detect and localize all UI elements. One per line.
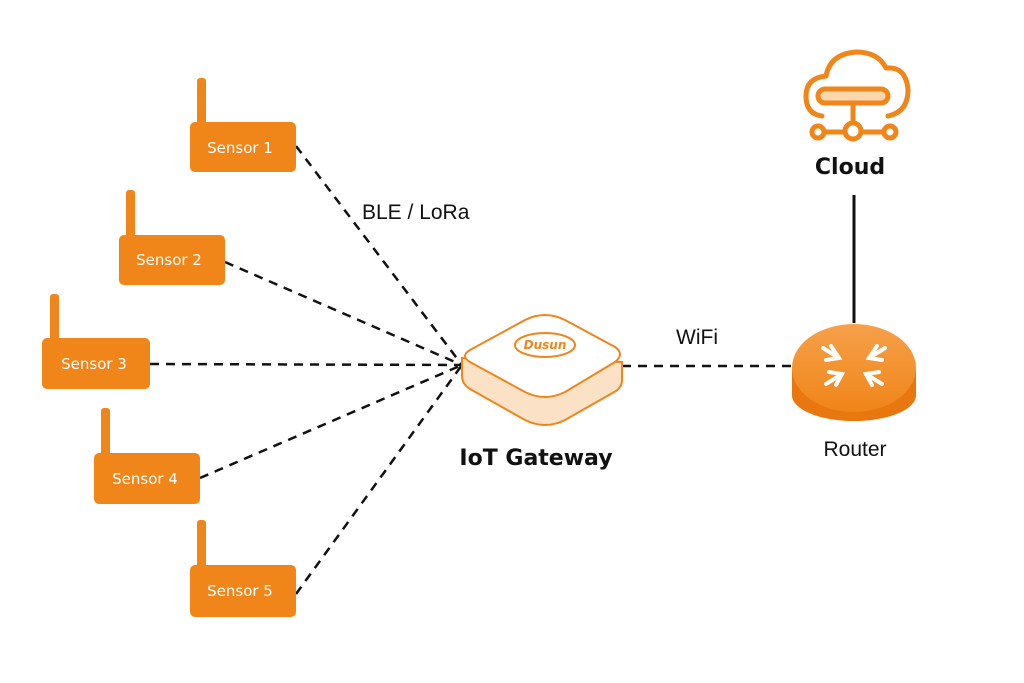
cloud-node-right: [881, 123, 899, 141]
gateway-device: Dusun: [461, 314, 623, 426]
link-sensor-2: [224, 260, 463, 367]
gateway-title: IoT Gateway: [459, 446, 612, 471]
link-sensor-3: [149, 362, 463, 367]
sensor-antenna: [197, 520, 206, 570]
sensor-body: [119, 235, 225, 285]
link-sensor-1: [295, 145, 463, 366]
sensor-label: Sensor 3: [61, 355, 127, 373]
sensor-body: [190, 565, 296, 617]
link-sensor-5: [294, 364, 464, 595]
sensor-5: Sensor 5: [190, 520, 296, 617]
router-top: [792, 324, 916, 412]
cloud-node-left: [809, 123, 827, 141]
sensor-antenna: [126, 190, 135, 240]
cloud-outline: [803, 49, 911, 119]
sensor-4: Sensor 4: [94, 408, 200, 504]
sensor-body: [42, 338, 150, 389]
sensor-1: Sensor 1: [190, 78, 296, 172]
sensor-antenna: [50, 294, 59, 344]
sensor-body: [94, 453, 200, 504]
cloud-node-center: [842, 120, 864, 142]
sensor-2: Sensor 2: [119, 190, 225, 285]
sensor-label: Sensor 2: [136, 251, 202, 269]
sensor-label: Sensor 5: [207, 582, 273, 600]
gateway-logo-badge: [514, 332, 576, 358]
cloud-title: Cloud: [815, 155, 885, 180]
sensor-3: Sensor 3: [42, 294, 150, 389]
sensor-antenna: [101, 408, 110, 458]
cloud-icon: [803, 49, 911, 142]
sensor-link-label: BLE / LoRa: [362, 201, 470, 224]
gateway-brand: Dusun: [524, 338, 567, 352]
sensor-antenna: [197, 78, 206, 128]
link-sensor-4: [199, 363, 463, 480]
sensor-label: Sensor 1: [207, 139, 273, 157]
router-arrows-icon: [821, 344, 887, 387]
router-title: Router: [823, 438, 886, 461]
sensor-label: Sensor 4: [112, 470, 178, 488]
sensor-links: [149, 145, 464, 595]
router-icon: [792, 324, 916, 421]
wifi-link-label: WiFi: [676, 326, 718, 349]
sensor-body: [190, 122, 296, 172]
